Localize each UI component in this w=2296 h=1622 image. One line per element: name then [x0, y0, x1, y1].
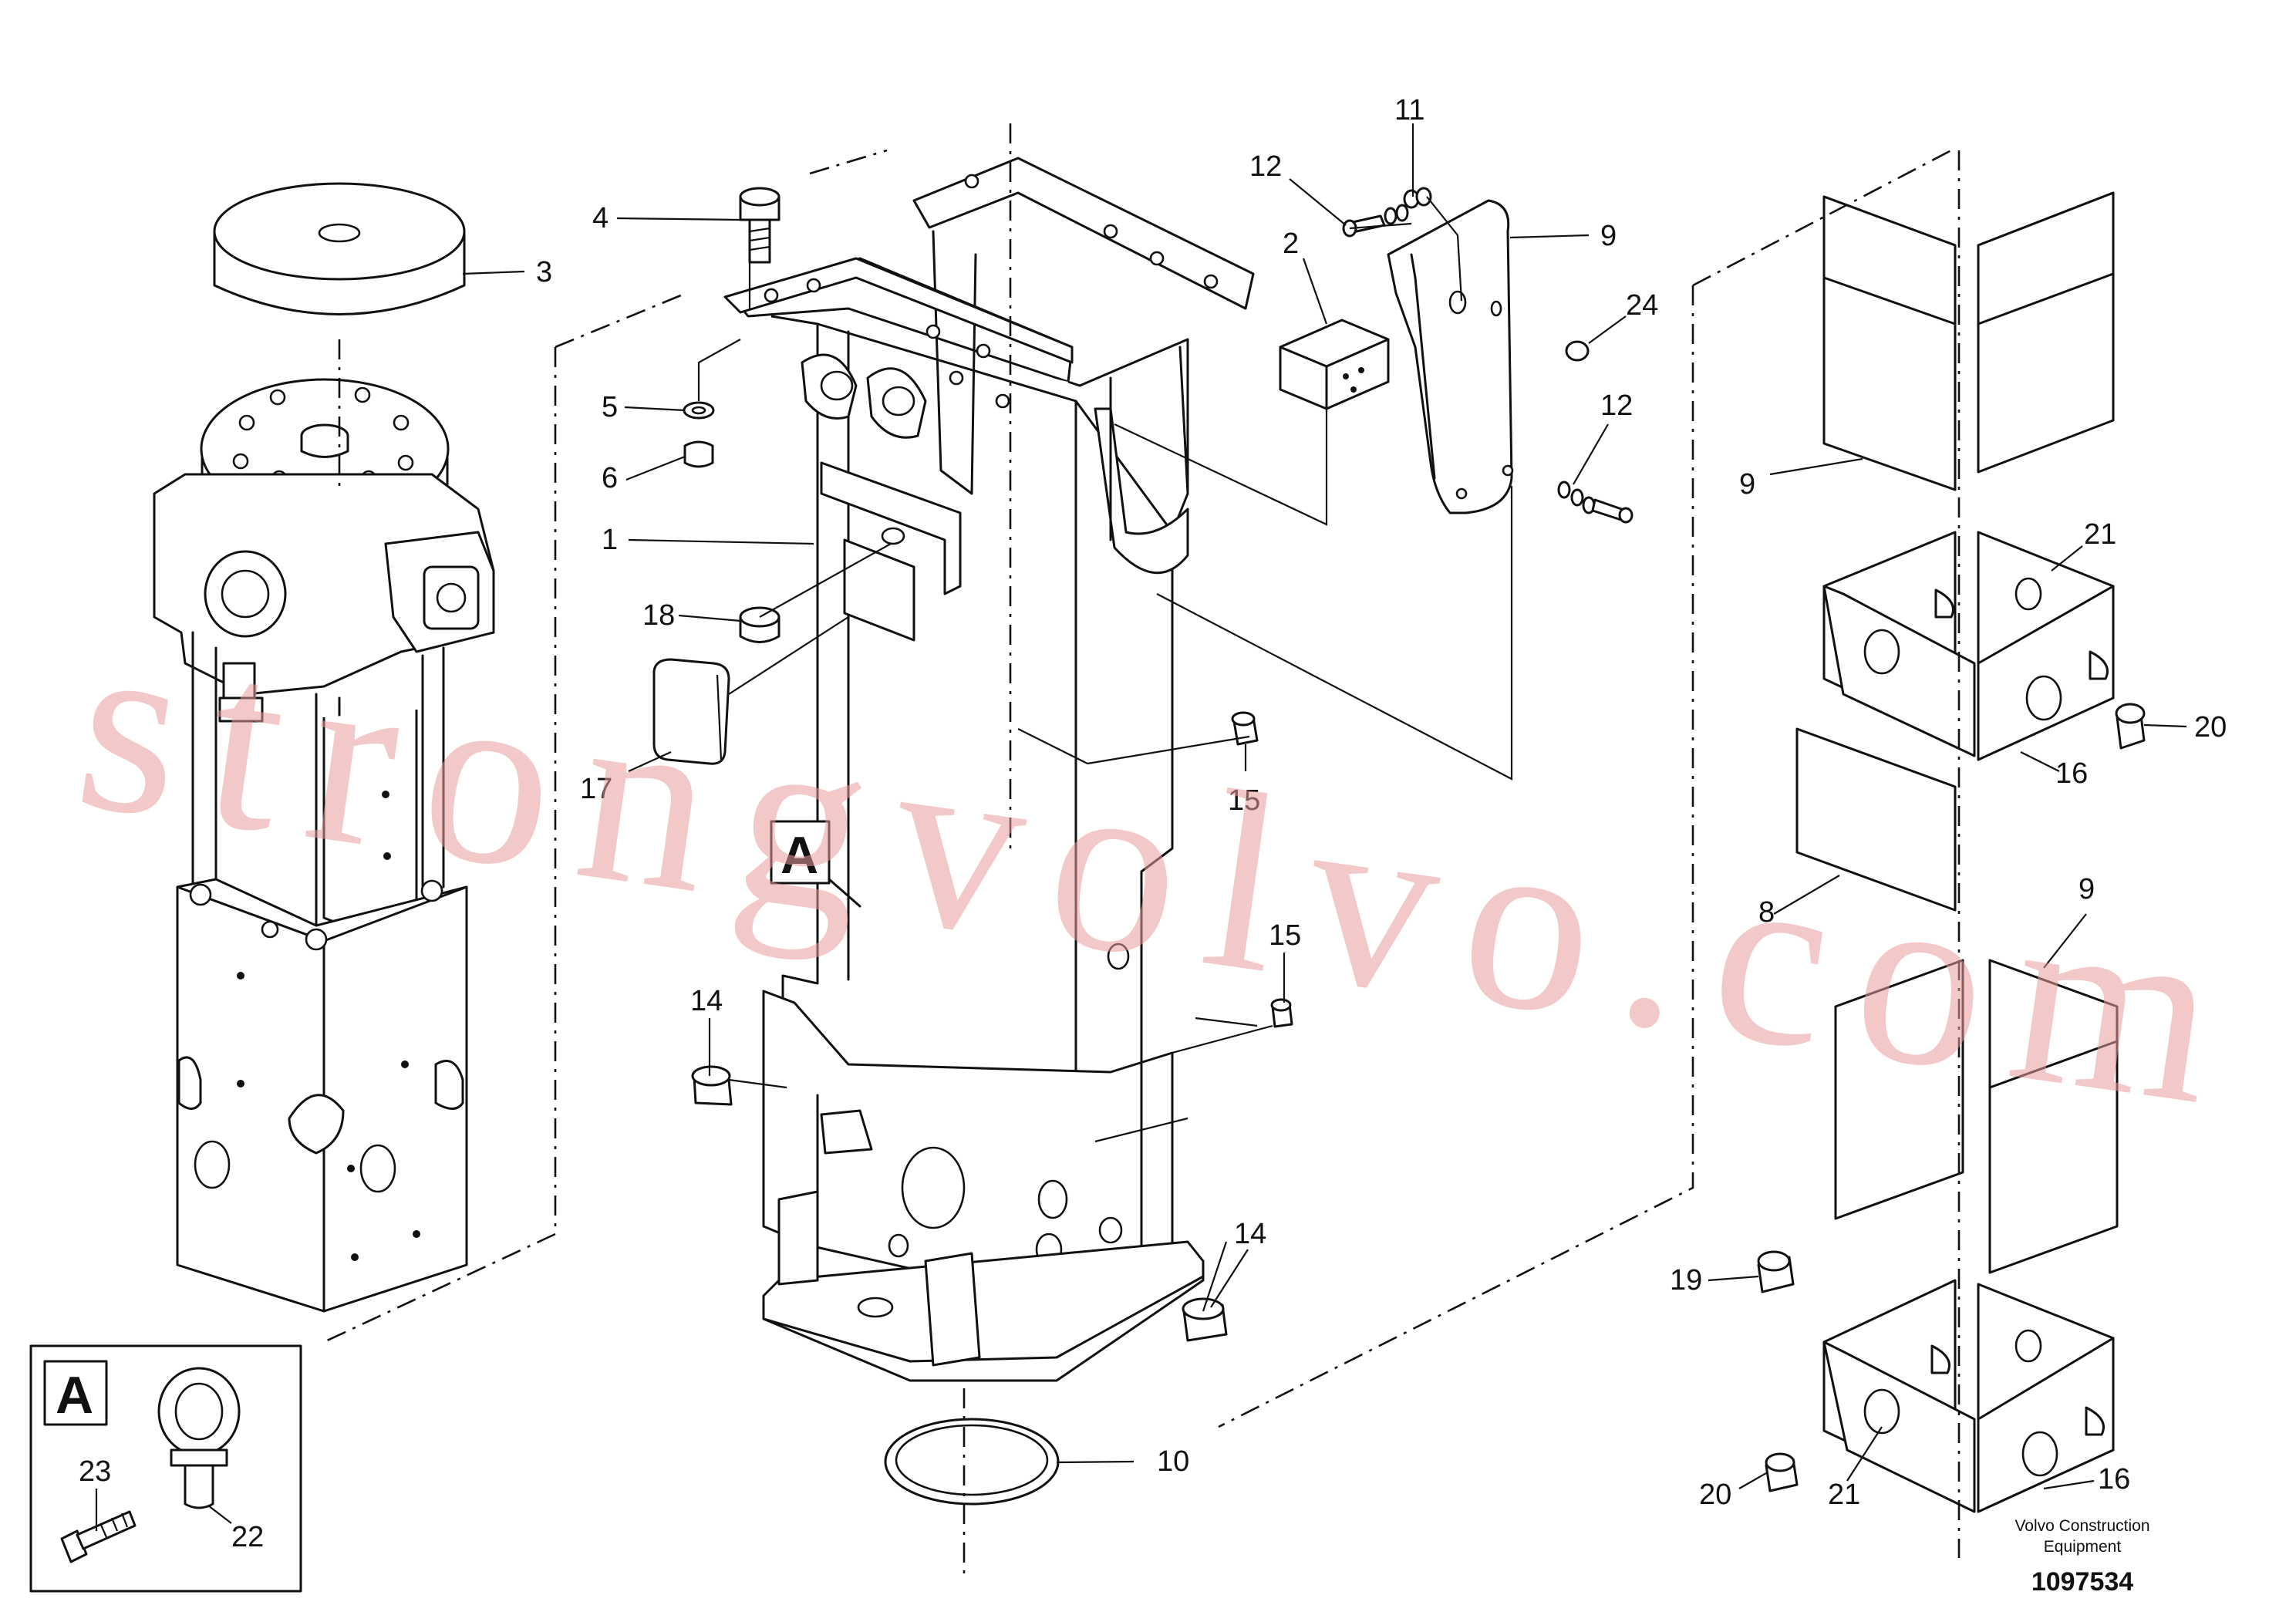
lower-body: [176, 878, 468, 1313]
callout-17: 17: [580, 773, 612, 805]
frame-housing-part-1: [723, 157, 1255, 1382]
plug-part-24: [1565, 340, 1590, 362]
brackets-part-21-upper: [1822, 531, 2115, 761]
callout-4: 4: [592, 202, 609, 234]
callout-16-lower: 16: [2098, 1463, 2130, 1496]
callout-21-lower: 21: [1828, 1479, 1860, 1511]
wear-plate-part-8: [1795, 727, 1957, 912]
bracket-part-10: [1387, 199, 1514, 514]
drawing-number: 1097534: [2031, 1567, 2133, 1597]
callout-21-upper: 21: [2084, 518, 2116, 551]
wear-plates-part-9-lower: [1834, 959, 2119, 1274]
bolt-part-4: [739, 187, 781, 264]
hammer-assembly: [153, 182, 495, 1313]
callout-15-lower: 15: [1269, 919, 1301, 952]
company-name-line2: Equipment: [2044, 1538, 2122, 1556]
callout-20-lower: 20: [1699, 1479, 1731, 1511]
detail-marker-a: A: [770, 820, 861, 908]
dash-lines: [323, 123, 1961, 1581]
screw-set-part-12: [1557, 481, 1633, 524]
callout-7: 10: [1157, 1445, 1189, 1478]
callout-14-right: 14: [1234, 1218, 1266, 1250]
callout-20-upper: 20: [2194, 711, 2227, 744]
eye-bolt-part-22: [157, 1367, 241, 1509]
detail-inset-label: A: [56, 1366, 93, 1425]
brackets-part-21-lower: [1822, 1279, 2115, 1513]
callout-2: 2: [1283, 228, 1299, 260]
footer: Volvo Construction Equipment 1097534: [2014, 1517, 2149, 1597]
callout-23: 23: [79, 1455, 111, 1488]
damper-disc-part-3: [213, 182, 466, 315]
nut-part-6: [683, 440, 714, 468]
callout-13: 12: [1249, 150, 1282, 183]
connection-lines: [697, 196, 1513, 1312]
wear-plates-part-9-upper: [1822, 191, 2115, 491]
plug-part-18: [739, 606, 781, 643]
callout-8: 8: [1758, 896, 1775, 929]
company-name-line1: Volvo Construction: [2014, 1517, 2149, 1535]
callout-18: 18: [642, 599, 675, 632]
washer-part-11: [1403, 187, 1432, 209]
detail-marker-a-label: A: [781, 826, 818, 885]
screw-set-part-13: [1342, 204, 1409, 238]
callout-11: 11: [1394, 94, 1424, 126]
callout-10: 9: [1600, 220, 1617, 252]
callout-9-upper: 9: [1739, 468, 1755, 501]
callout-9-lower: 9: [2079, 873, 2095, 905]
plug-part-15-lower: [1270, 998, 1293, 1028]
valve-block: [153, 473, 495, 723]
bolt-part-23: [60, 1510, 137, 1563]
callout-24: 24: [1626, 289, 1658, 322]
callout-3: 3: [536, 256, 552, 288]
callout-6: 6: [602, 462, 618, 494]
washer-hole: [691, 406, 706, 415]
pad-part-2: [1279, 319, 1390, 410]
callout-15-upper: 15: [1228, 784, 1260, 817]
callouts: 3 4 5 6 1 18 17 15 15 14 14 10 2 12 11 9: [462, 94, 2227, 1511]
callout-1: 1: [602, 524, 618, 556]
seal-ring-part-7: [884, 1418, 1060, 1506]
plug-part-19: [1757, 1250, 1795, 1293]
plug-part-20-lower: [1765, 1452, 1799, 1492]
callout-16-upper: 16: [2055, 757, 2088, 790]
callout-14-left: 14: [690, 985, 723, 1017]
plug-part-20-upper: [2115, 703, 2146, 750]
callout-5: 5: [602, 391, 618, 423]
callout-12: 12: [1600, 389, 1633, 422]
plug-part-14-left: [691, 1065, 733, 1106]
detail-inset: A 22 23: [29, 1344, 302, 1593]
callout-22: 22: [231, 1521, 264, 1553]
callout-19: 19: [1670, 1264, 1702, 1297]
